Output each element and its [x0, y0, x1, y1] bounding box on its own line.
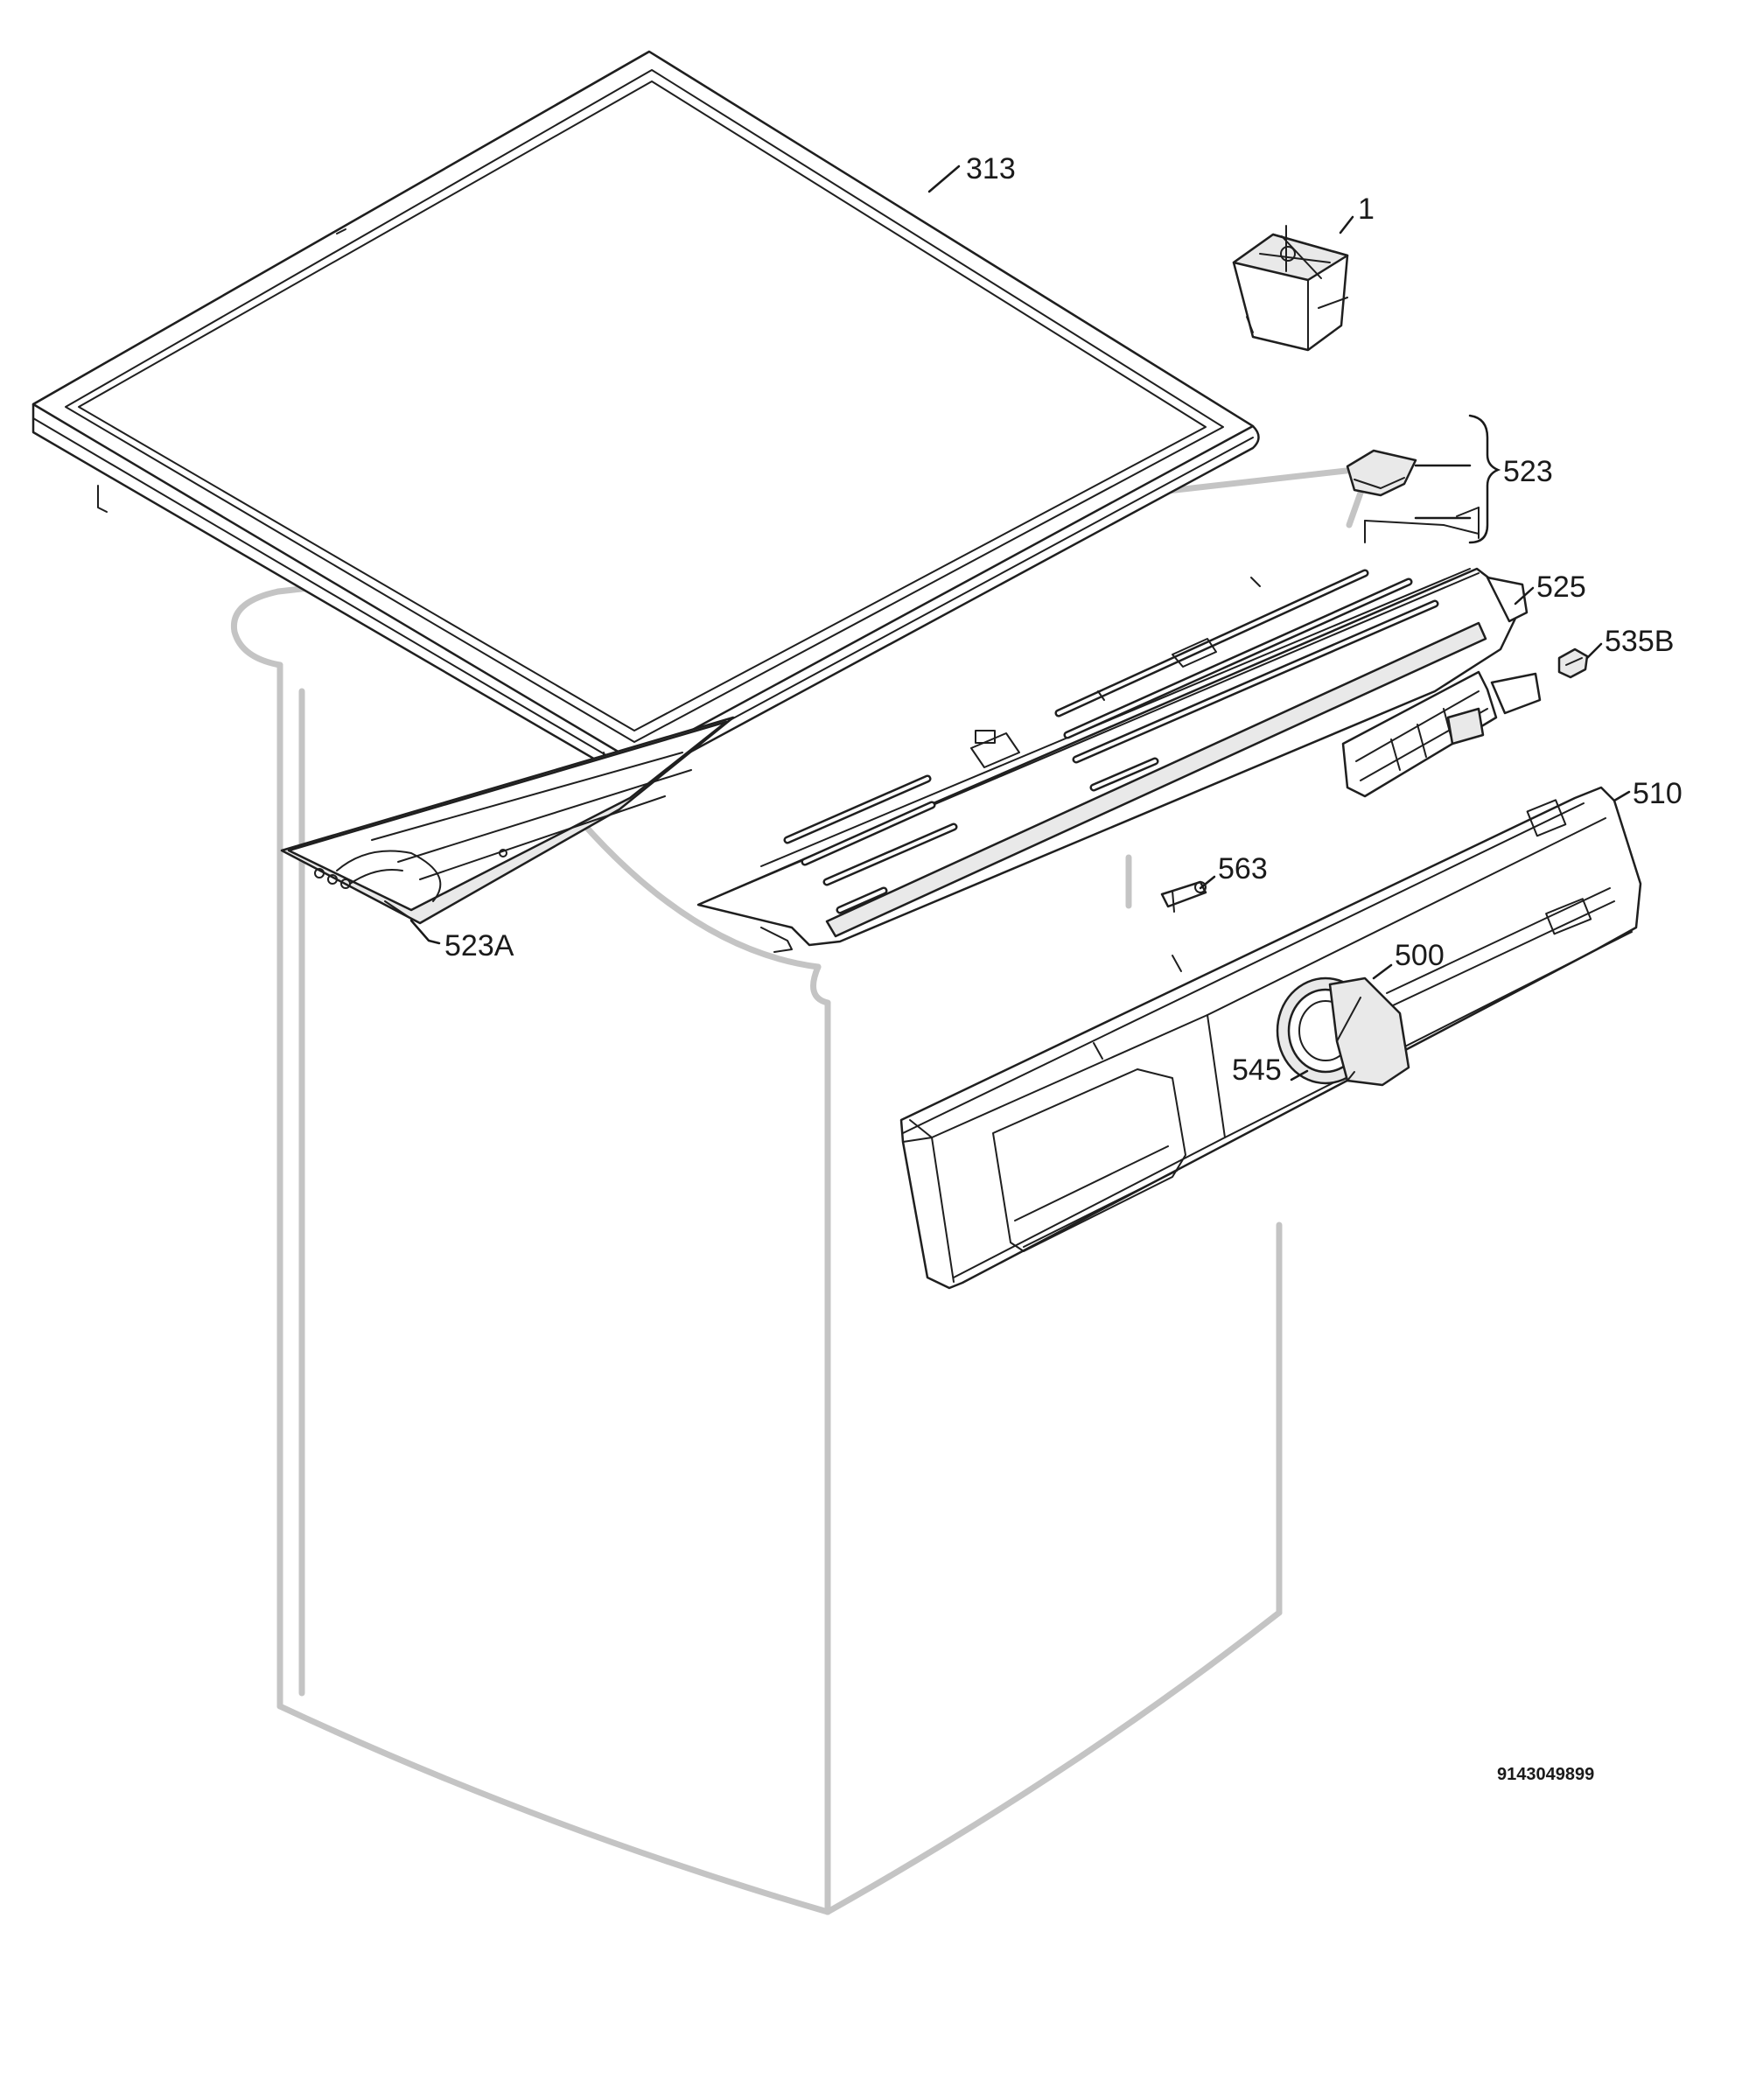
container-1: [1232, 225, 1349, 352]
label-500: 500: [1395, 939, 1445, 972]
component-535B: [1557, 648, 1589, 679]
control-panel-510: [899, 786, 1642, 1290]
pin-563: [1160, 880, 1207, 913]
top-cover-313: [31, 50, 1260, 784]
label-523: 523: [1503, 455, 1553, 488]
label-313: 313: [966, 152, 1016, 186]
label-545: 545: [1232, 1054, 1282, 1087]
drawing-code: 9143049899: [1497, 1765, 1594, 1784]
control-rail-525: [696, 507, 1524, 953]
knob-500: [1276, 976, 1410, 1087]
part-labels: 313 1 523 525 535B 510 563 500 545 523A …: [444, 152, 1683, 1784]
label-1: 1: [1358, 192, 1375, 226]
label-563: 563: [1218, 852, 1268, 886]
label-535B: 535B: [1605, 625, 1674, 658]
pad-523: [1346, 449, 1417, 497]
leader-lines: [409, 164, 1631, 1082]
label-523A: 523A: [444, 929, 514, 962]
label-510: 510: [1633, 777, 1683, 810]
label-525: 525: [1536, 570, 1586, 604]
control-board: [1341, 576, 1542, 798]
bracket-rail-523A: [280, 716, 735, 925]
